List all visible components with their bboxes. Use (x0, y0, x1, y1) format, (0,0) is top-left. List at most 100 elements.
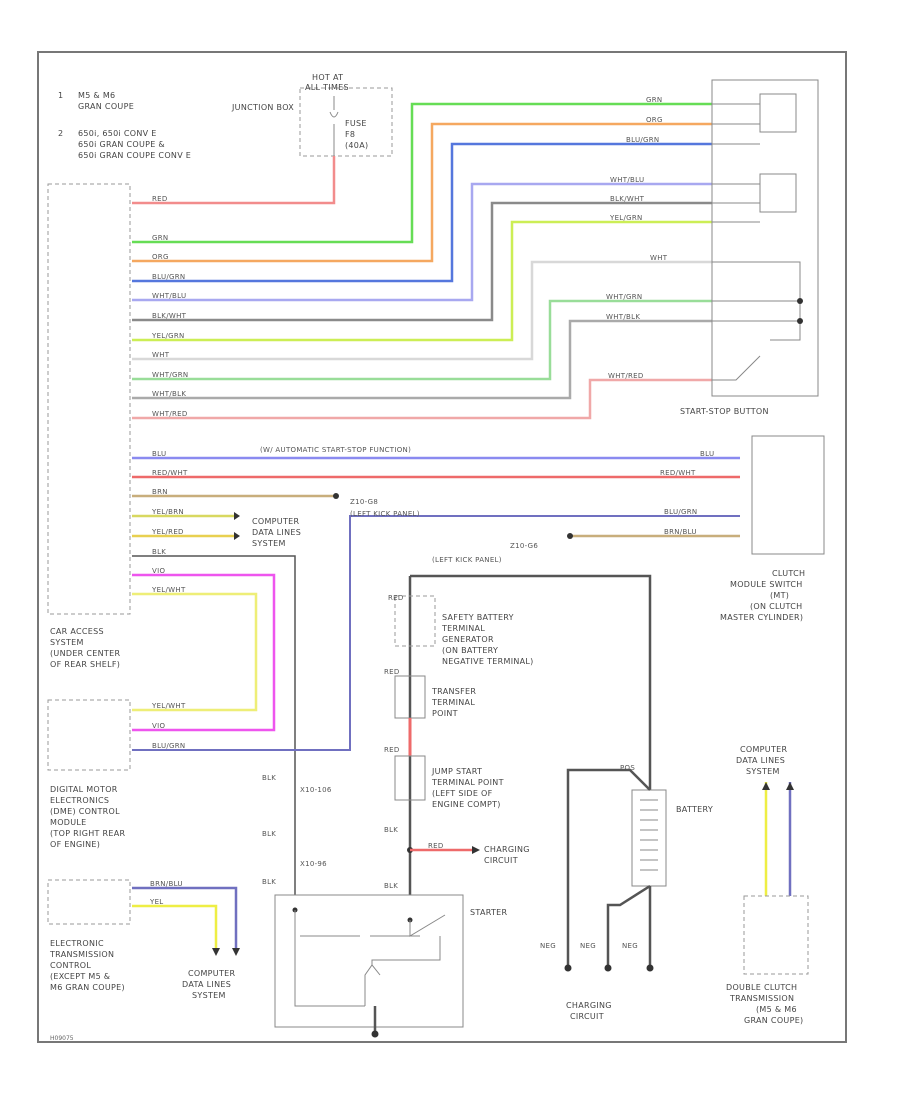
start-stop-lamp-1 (759, 93, 797, 133)
dme-line-4: MODULE (50, 818, 87, 827)
wire-label-blk: BLK (152, 548, 166, 556)
charging-mid-line-2: CIRCUIT (484, 856, 518, 865)
starter-box (274, 894, 464, 1028)
dme-line-2: ELECTRONICS (50, 796, 109, 805)
starter-ground-point (371, 1030, 379, 1038)
battery-box (631, 789, 667, 887)
fuse-label-3: (40A) (345, 141, 368, 150)
start-stop-button-box (711, 79, 819, 397)
wire-label-brn: BRN (152, 488, 168, 496)
arrow-yelred-icon (234, 532, 240, 540)
start-stop-splice-1 (797, 298, 803, 304)
dct-line-4: GRAN COUPE) (744, 1016, 803, 1025)
right-label-blu: BLU (700, 450, 714, 458)
dct-line-1: DOUBLE CLUTCH (726, 983, 797, 992)
wire-label-yelbrn: YEL/BRN (151, 508, 184, 516)
right-label-org: ORG (646, 116, 663, 124)
wire-etc-brnblu (132, 886, 238, 952)
clutch-module-label: CLUTCH MODULE SWITCH (MT) (ON CLUTCH MAS… (720, 569, 805, 622)
wire-label-whtgrn: WHT/GRN (152, 371, 188, 379)
junction-box: HOT AT ALL TIMES JUNCTION BOX FUSE F8 (4… (231, 73, 393, 157)
cdl-bottom-label: COMPUTER DATA LINES SYSTEM (182, 969, 235, 1000)
fuse-icon (329, 96, 339, 156)
neg-ground-3 (646, 964, 654, 972)
transfer-label: TRANSFER TERMINAL POINT (431, 687, 476, 718)
etc-line-1: ELECTRONIC (50, 939, 104, 948)
cdl-bottom-line-2: DATA LINES (182, 980, 231, 989)
neg-label-3: NEG (622, 942, 638, 950)
jump-line-2: TERMINAL POINT (431, 778, 504, 787)
fuse-label-1: FUSE (345, 119, 367, 128)
etc-connector (47, 879, 131, 925)
transfer-line-3: POINT (432, 709, 458, 718)
safety-line-4: (ON BATTERY (442, 646, 498, 655)
transfer-line-1: TRANSFER (431, 687, 476, 696)
charging-bottom-line-1: CHARGING (566, 1001, 612, 1010)
charging-bottom-label: CHARGING CIRCUIT (566, 1001, 612, 1021)
right-label-blugrn-2: BLU/GRN (664, 508, 697, 516)
jump-line-3: (LEFT SIDE OF (432, 789, 493, 798)
wire-blkwht (132, 201, 712, 322)
cdl-left-line-3: SYSTEM (252, 539, 286, 548)
arrow-charging-icon (472, 846, 480, 854)
charging-cable (566, 768, 651, 968)
wire-yelwht (132, 592, 258, 712)
wire-etc-yel (132, 904, 218, 952)
starter-motor-icon (364, 964, 381, 1006)
power-wire-red-charging: RED (428, 842, 444, 850)
cdl-right-label: COMPUTER DATA LINES SYSTEM (736, 745, 787, 776)
cdl-left-line-1: COMPUTER (252, 517, 300, 526)
right-label-blugrn: BLU/GRN (626, 136, 659, 144)
ground-label-g4: X10-96 (300, 860, 327, 868)
right-label-redwht: RED/WHT (660, 469, 696, 477)
power-wire-blk-4: BLK (384, 826, 398, 834)
clutch-module-box (751, 435, 825, 555)
hot-label-1: HOT AT (312, 73, 343, 82)
power-wire-blk-5: BLK (384, 882, 398, 890)
etc-line-3: CONTROL (50, 961, 91, 970)
dme-wire-vio: VIO (152, 722, 165, 730)
wire-label-wht: WHT (152, 351, 170, 359)
safety-line-1: SAFETY BATTERY (442, 613, 514, 622)
auto-start-note: (W/ AUTOMATIC START-STOP FUNCTION) (260, 446, 411, 454)
start-stop-internal-wiring (712, 103, 760, 223)
safety-line-5: NEGATIVE TERMINAL) (442, 657, 534, 666)
power-wire-red-3: RED (384, 746, 400, 754)
fuse-label-2: F8 (345, 130, 355, 139)
junction-box-label: JUNCTION BOX (231, 103, 294, 112)
clutch-line-4: (ON CLUTCH (750, 602, 802, 611)
clutch-line-5: MASTER CYLINDER) (720, 613, 803, 622)
wire-vio (132, 573, 276, 732)
wire-grn (132, 102, 712, 244)
etc-line-4: (EXCEPT M5 & (50, 972, 110, 981)
wire-label-whtblk: WHT/BLK (152, 390, 186, 398)
neg-ground-2 (604, 964, 612, 972)
battery-cells-icon (640, 799, 658, 871)
dme-connector (47, 699, 131, 771)
charging-bottom-line-2: CIRCUIT (570, 1012, 604, 1021)
etc-wire-yel: YEL (149, 898, 164, 906)
right-label-whtred: WHT/RED (608, 372, 644, 380)
wire-label-whtblu: WHT/BLU (152, 292, 186, 300)
wire-label-whtred: WHT/RED (152, 410, 188, 418)
wire-org (132, 122, 712, 263)
wire-red-fuse (132, 156, 336, 205)
splice-brn (333, 493, 339, 499)
start-stop-button-label: START-STOP BUTTON (680, 407, 769, 416)
note-1-number: 1 (58, 91, 63, 100)
car-access-label: CAR ACCESS SYSTEM (UNDER CENTER OF REAR … (50, 627, 120, 669)
ground-label-g2: Z10-G6 (510, 542, 538, 550)
start-stop-splice-2 (797, 318, 803, 324)
starter-label: STARTER (470, 908, 508, 917)
battery-positive-cable (410, 574, 652, 790)
ground-label-left-kick-2: (LEFT KICK PANEL) (432, 556, 502, 564)
wire-blugrn (132, 142, 712, 283)
clutch-line-3: (MT) (770, 591, 789, 600)
right-label-blkwht: BLK/WHT (610, 195, 645, 203)
power-wire-red-1: RED (388, 594, 404, 602)
note-2-line-3: 650i GRAN COUPE CONV E (78, 151, 191, 160)
battery-label: BATTERY (676, 805, 713, 814)
car-access-connector (47, 183, 131, 615)
wire-label-vio: VIO (152, 567, 165, 575)
